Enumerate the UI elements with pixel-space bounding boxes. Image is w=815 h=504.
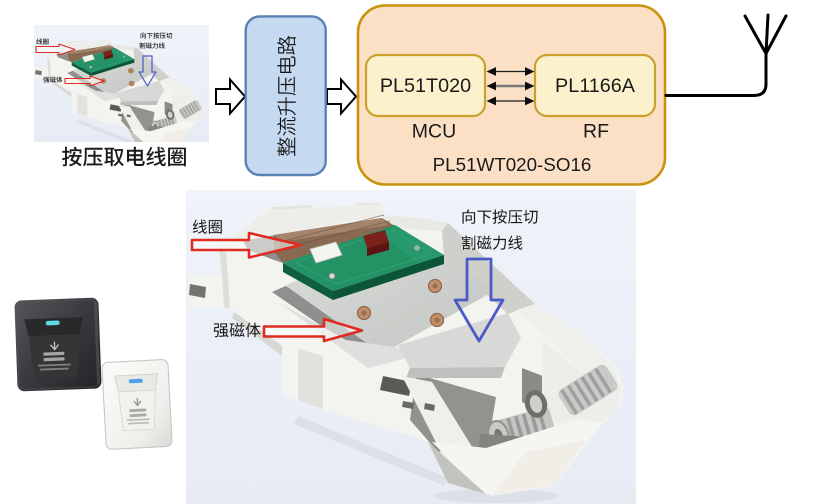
svg-text:MCU: MCU <box>412 121 456 143</box>
svg-text:PL51WT020-SO16: PL51WT020-SO16 <box>433 154 592 175</box>
svg-text:RF: RF <box>583 121 609 143</box>
svg-text:PL51T020: PL51T020 <box>380 75 471 97</box>
svg-text:PL1166A: PL1166A <box>555 75 636 97</box>
